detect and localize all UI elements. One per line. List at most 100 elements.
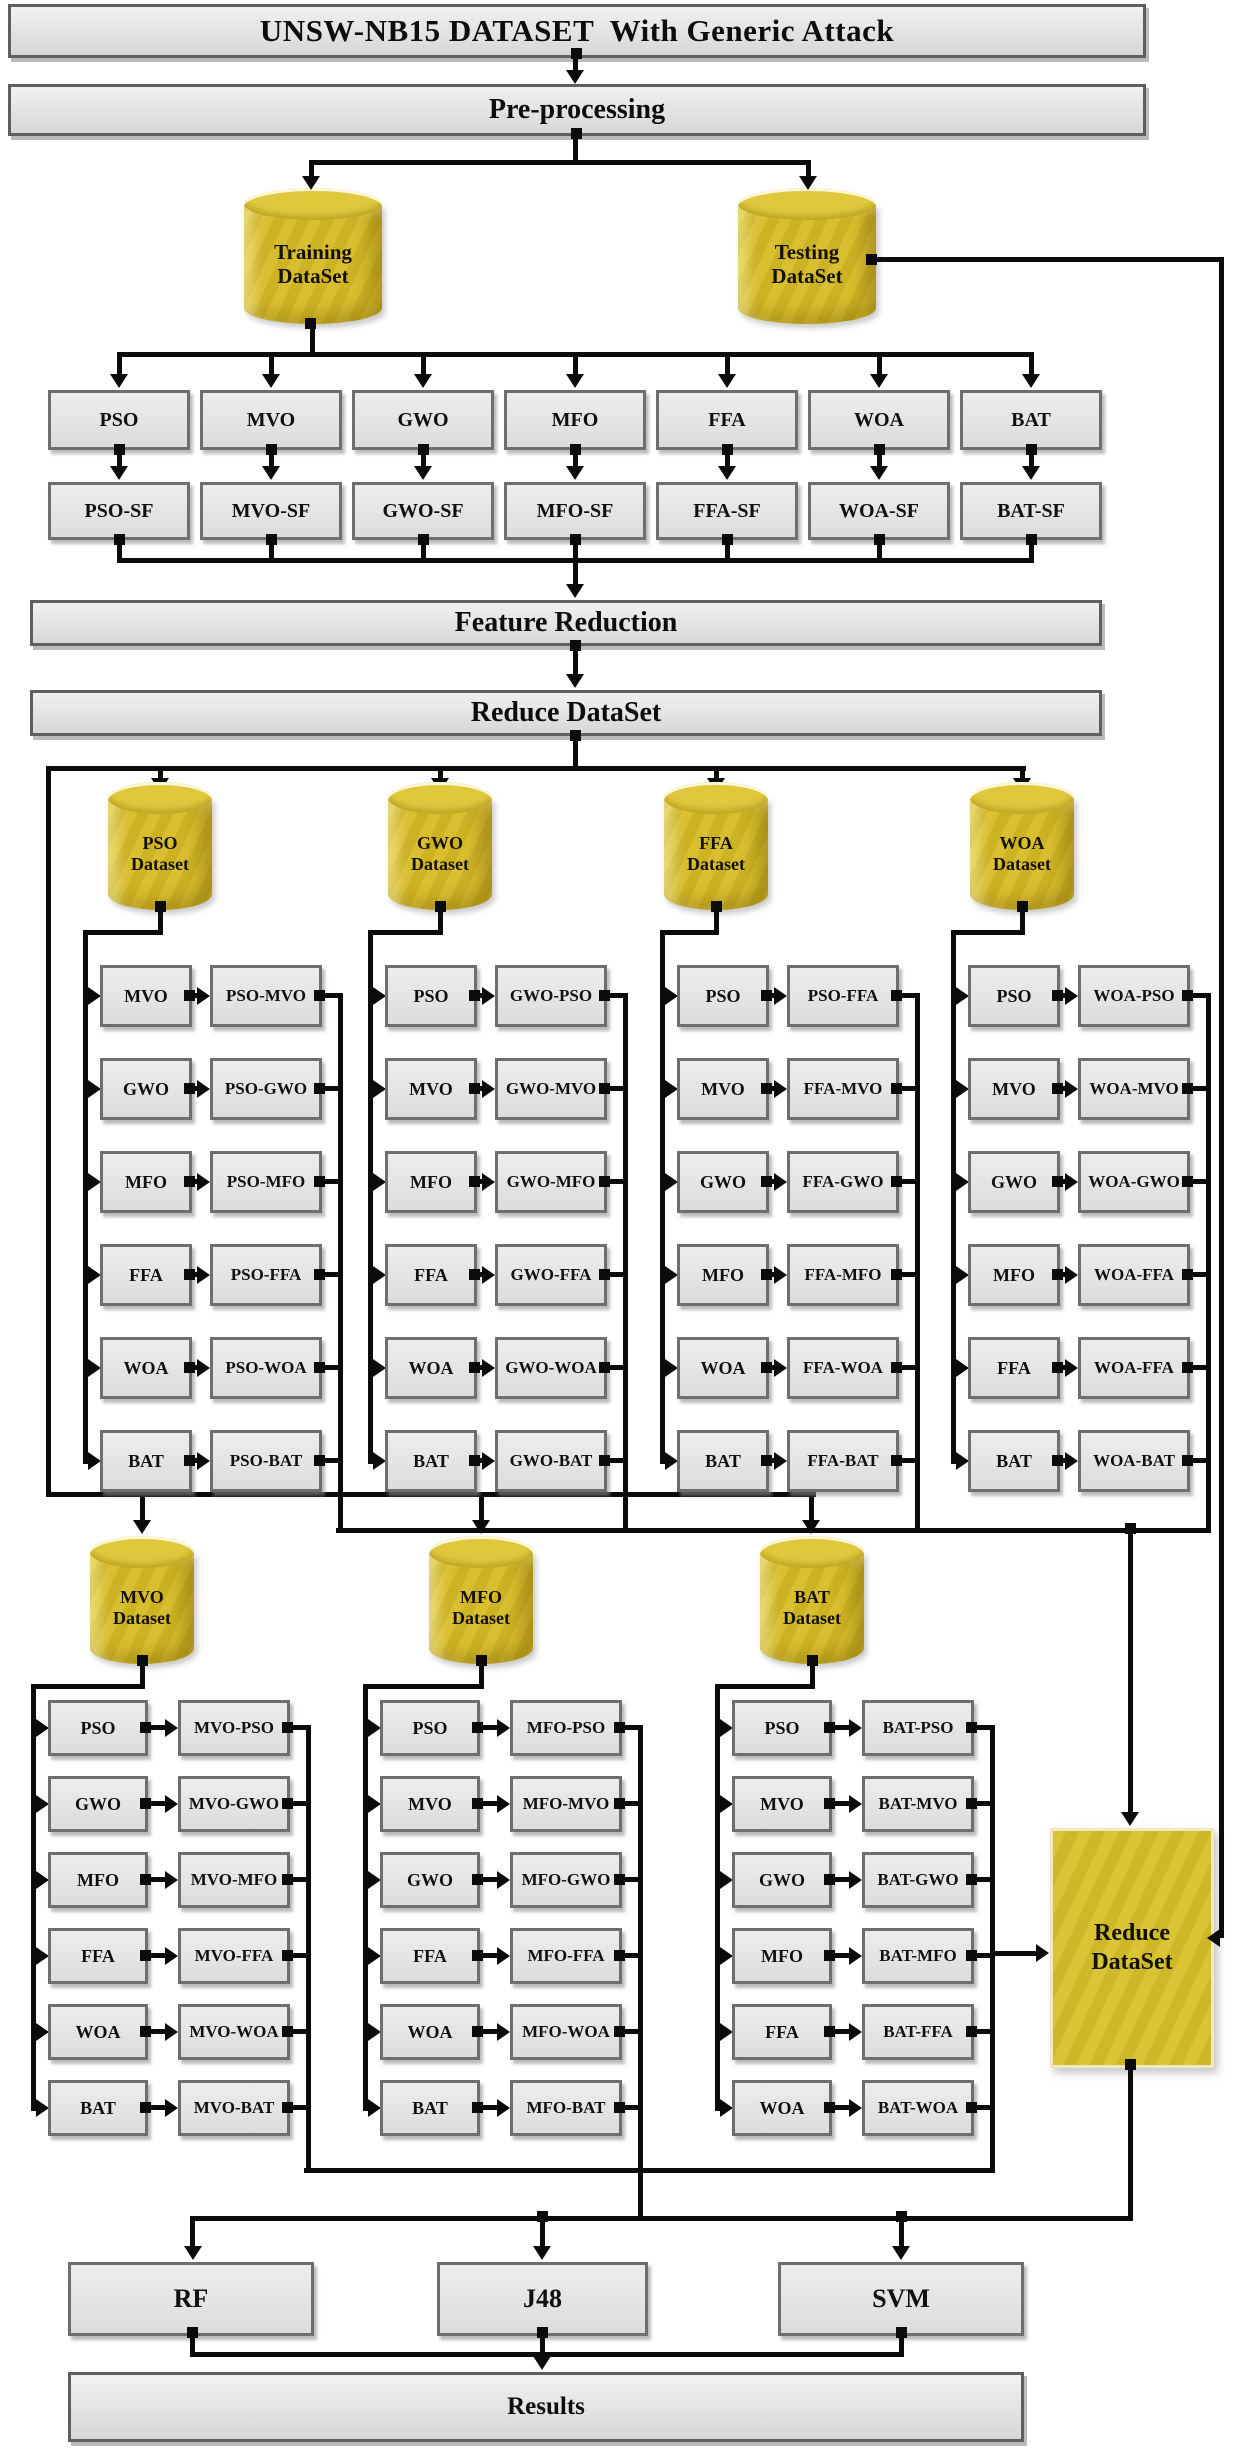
arrowhead-icon: [414, 466, 432, 480]
flow-line: [810, 1664, 815, 1689]
flow-line: [477, 1272, 483, 1277]
flow-line: [46, 1492, 816, 1497]
feeder-arrowhead-icon: [720, 1947, 733, 1965]
g3-row1-left-box: MVO: [968, 1058, 1060, 1120]
junction-nub: [140, 1722, 151, 1733]
feeder-arrowhead-icon: [36, 2023, 49, 2041]
flow-line: [638, 1726, 643, 2221]
flow-line: [190, 2216, 195, 2246]
label-line: MFO: [460, 1587, 502, 1608]
junction-nub: [824, 2026, 835, 2037]
pair-arrowhead-icon: [1065, 1266, 1078, 1284]
pair-arrowhead-icon: [197, 1080, 210, 1098]
feeder-arrowhead-icon: [368, 1795, 381, 1813]
g4-row4-left-box: WOA: [48, 2004, 148, 2060]
junction-nub: [314, 1176, 325, 1187]
testing-dataset-label: Testing DataSet: [738, 204, 876, 324]
junction-nub: [184, 1269, 195, 1280]
flow-line: [363, 1684, 481, 1689]
sf-label: MFO-SF: [536, 499, 614, 522]
pair-arrowhead-icon: [197, 1173, 210, 1191]
g2-row4-right-box: FFA-WOA: [787, 1337, 899, 1399]
flow-line: [573, 58, 578, 72]
junction-nub: [469, 1269, 480, 1280]
algorithm-label: MVO: [246, 408, 296, 431]
junction-nub: [722, 444, 733, 455]
flow-line: [1060, 1458, 1066, 1463]
junction-nub: [824, 1798, 835, 1809]
junction-nub: [187, 2327, 198, 2338]
cylinder-body: [388, 798, 492, 910]
flow-line: [1190, 1272, 1211, 1277]
arrowhead-icon: [870, 374, 888, 388]
arrowhead-icon: [262, 374, 280, 388]
junction-nub: [891, 990, 902, 1001]
pair-arrowhead-icon: [165, 1719, 178, 1737]
g1-row0-right-box-label: GWO-PSO: [509, 986, 593, 1006]
label-line: Dataset: [113, 1608, 171, 1628]
pair-arrowhead-icon: [497, 2023, 510, 2041]
g5-row2-left-box: GWO: [380, 1852, 480, 1908]
junction-nub: [761, 1269, 772, 1280]
flow-line: [622, 1801, 643, 1806]
junction-nub: [1026, 534, 1037, 545]
flow-line: [306, 1726, 311, 2173]
junction-nub: [1017, 901, 1028, 912]
g2-row2-left-box-label: GWO: [699, 1171, 746, 1192]
flow-line: [899, 1086, 920, 1091]
junction-nub: [599, 1362, 610, 1373]
g5-row3-left-box: FFA: [380, 1928, 480, 1984]
g4-row5-left-box: BAT: [48, 2080, 148, 2136]
arrowhead-icon: [302, 176, 320, 190]
g6-row2-right-box-label: BAT-GWO: [877, 1870, 959, 1890]
flow-line: [31, 1684, 36, 2111]
g5-row1-left-box: MVO: [380, 1776, 480, 1832]
flow-line: [322, 1086, 343, 1091]
label-line: Dataset: [993, 854, 1051, 874]
g1-row2-left-box-label: MFO: [410, 1171, 452, 1192]
g0-row0-right-box: PSO-MVO: [210, 965, 322, 1027]
g3-row2-right-box-label: WOA-GWO: [1088, 1172, 1180, 1192]
cylinder-top-ellipse: [664, 782, 768, 814]
feeder-arrowhead-icon: [720, 1795, 733, 1813]
pair-arrowhead-icon: [165, 1871, 178, 1889]
feeder-arrowhead-icon: [36, 1795, 49, 1813]
g2-row5-left-box-label: BAT: [705, 1450, 741, 1471]
flow-line: [83, 930, 160, 935]
flow-line: [193, 2216, 1133, 2221]
feeder-arrowhead-icon: [956, 987, 969, 1005]
flow-line: [190, 2336, 195, 2357]
flow-line: [1029, 352, 1034, 374]
pair-arrowhead-icon: [165, 1795, 178, 1813]
flow-line: [540, 2336, 545, 2356]
g2-row1-right-box: FFA-MVO: [787, 1058, 899, 1120]
flow-line: [715, 1684, 812, 1689]
pair-arrowhead-icon: [497, 2099, 510, 2117]
flow-line: [322, 993, 343, 998]
flow-line: [622, 1877, 643, 1882]
flow-line: [158, 766, 163, 778]
feeder-arrowhead-icon: [665, 1080, 678, 1098]
junction-nub: [314, 1362, 325, 1373]
g2-row2-right-box-label: FFA-GWO: [802, 1172, 884, 1192]
feeder-arrowhead-icon: [373, 1266, 386, 1284]
junction-nub: [314, 1455, 325, 1466]
g5-row4-left-box: WOA: [380, 2004, 480, 2060]
g0-row1-left-box: GWO: [100, 1058, 192, 1120]
flow-line: [809, 1492, 814, 1520]
flow-line: [540, 2221, 545, 2246]
junction-nub: [140, 2026, 151, 2037]
junction-nub: [761, 1455, 772, 1466]
flow-line: [140, 1492, 145, 1520]
flow-line: [438, 766, 443, 778]
flow-line: [992, 1951, 1036, 1956]
junction-nub: [184, 1362, 195, 1373]
g1-row2-right-box-label: GWO-MFO: [506, 1172, 596, 1192]
flow-line: [117, 352, 122, 374]
arrowhead-icon: [799, 176, 817, 190]
g2-row4-left-box: WOA: [677, 1337, 769, 1399]
cylinder-body: [760, 1552, 864, 1664]
